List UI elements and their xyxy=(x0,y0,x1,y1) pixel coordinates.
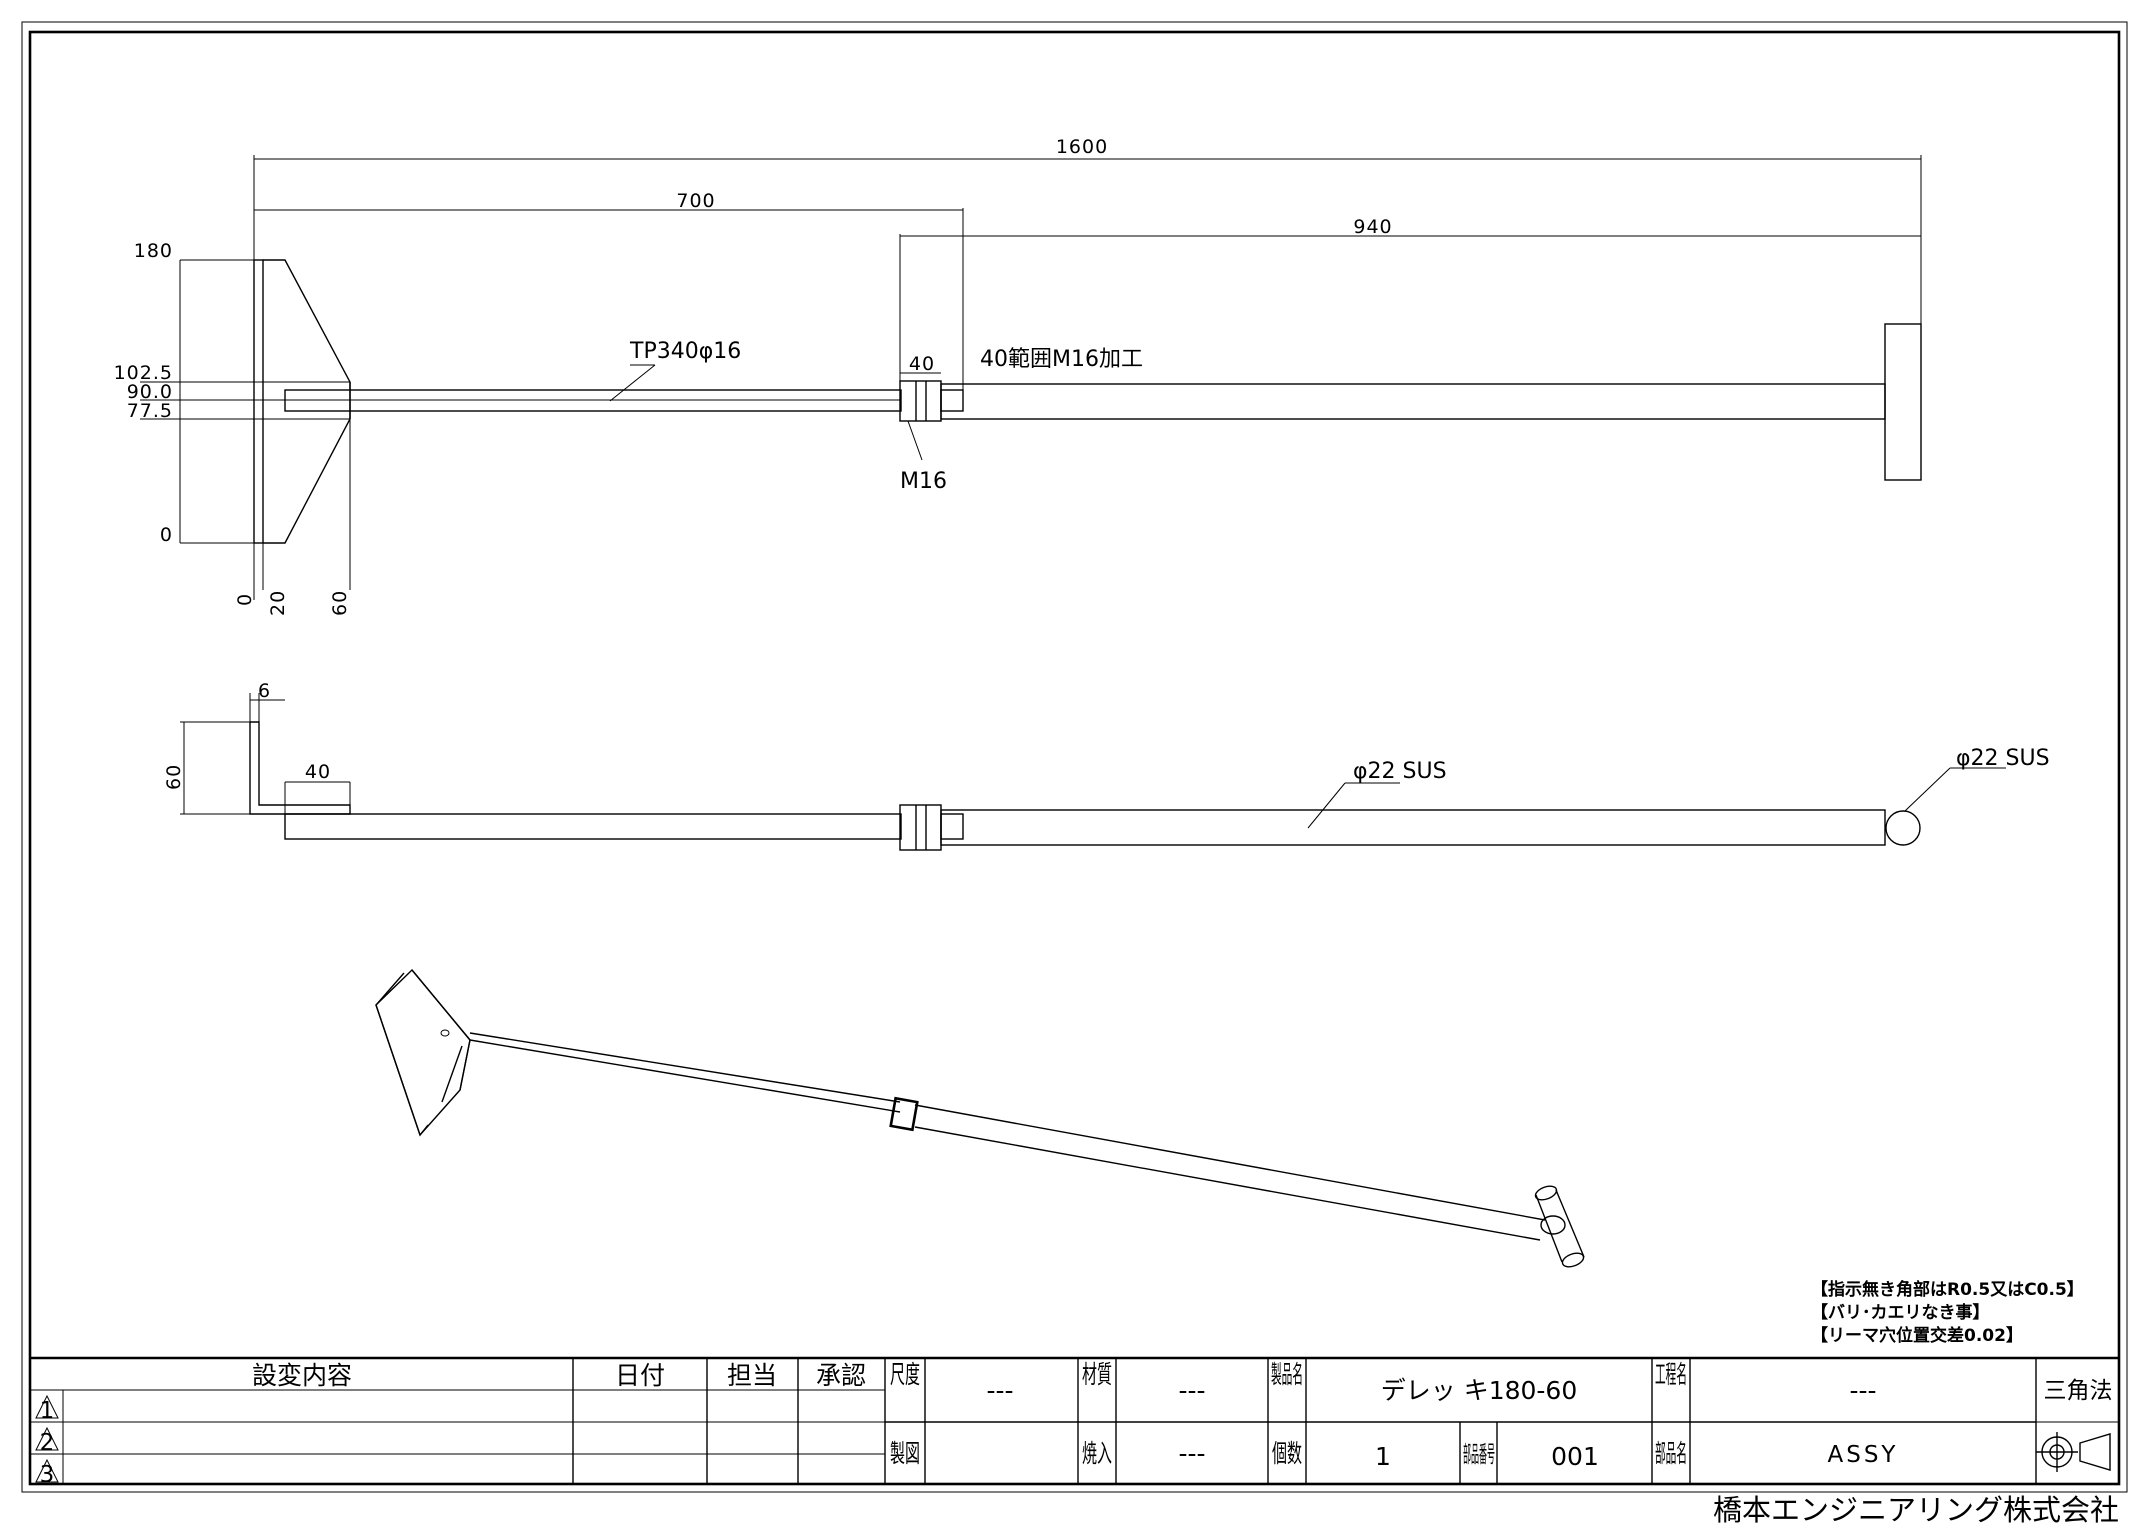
heat-value: --- xyxy=(1178,1439,1205,1468)
dim-0: 0 xyxy=(160,524,173,546)
part-no-value: 001 xyxy=(1551,1442,1599,1471)
thread-spec-label: 40範囲M16加工 xyxy=(980,347,1143,372)
dim-side-40: 40 xyxy=(305,761,331,783)
nut-label: M16 xyxy=(900,469,947,494)
iso-rod-top xyxy=(469,1032,901,1103)
company-name: 橋本エンジニアリング株式会社 xyxy=(1713,1493,2119,1527)
side-pipe xyxy=(940,809,1886,846)
material-value: --- xyxy=(1178,1376,1205,1405)
iso-grip-joint xyxy=(1540,1215,1566,1235)
iso-grip-left xyxy=(1535,1194,1563,1263)
iso-blade-face xyxy=(411,969,471,1091)
leader-rod xyxy=(609,364,656,402)
scale-label: 尺度 xyxy=(890,1360,920,1389)
outer-frame xyxy=(21,21,2128,1493)
dim-1600: 1600 xyxy=(1056,136,1108,158)
side-grip xyxy=(1885,810,1921,846)
nut xyxy=(899,380,942,422)
third-angle-projection-icon xyxy=(2036,1432,2111,1472)
dim-77-5: 77.5 xyxy=(127,400,173,422)
projection-label: 三角法 xyxy=(2044,1378,2113,1404)
iso-grip-end xyxy=(1534,1185,1558,1201)
inner-frame xyxy=(28,30,2121,1486)
drafting-label: 製図 xyxy=(890,1439,920,1468)
qty-value: 1 xyxy=(1375,1442,1391,1471)
dim-102-5: 102.5 xyxy=(114,362,173,384)
process-label: 工程名 xyxy=(1655,1360,1687,1389)
head-plate xyxy=(253,259,264,544)
rev-mark-1: 1 xyxy=(40,1398,55,1424)
process-value: --- xyxy=(1849,1376,1876,1405)
iso-blade-hole xyxy=(440,1029,450,1037)
leader-pipe xyxy=(1307,782,1346,829)
notes: 【指示無き角部はR0.5又はC0.5】 【バリ･カエリなき事】 【リーマ穴位置交… xyxy=(1811,1279,2084,1346)
grip-spec-label: φ22 SUS xyxy=(1956,746,2050,771)
iso-grip-right xyxy=(1555,1189,1585,1258)
pipe-spec-label: φ22 SUS xyxy=(1353,759,1447,784)
heat-label: 焼入 xyxy=(1082,1439,1112,1468)
approval-header: 承認 xyxy=(816,1361,866,1390)
iso-pipe-top xyxy=(914,1104,1546,1221)
dim-940: 940 xyxy=(1353,216,1392,238)
rev-triangle-3 xyxy=(35,1458,59,1483)
side-nut xyxy=(899,804,942,851)
revision-header: 設変内容 xyxy=(252,1361,352,1390)
product-value: デレッ キ180-60 xyxy=(1381,1376,1578,1405)
scale-value: --- xyxy=(986,1376,1013,1405)
product-label: 製品名 xyxy=(1271,1360,1303,1389)
rev-mark-3: 3 xyxy=(40,1462,55,1488)
iso-blade-fold xyxy=(441,1045,463,1103)
person-header: 担当 xyxy=(727,1361,777,1390)
side-view: 6 60 40 φ22 SUS φ22 SUS xyxy=(163,680,2050,851)
note-1: 【指示無き角部はR0.5又はC0.5】 xyxy=(1811,1279,2084,1300)
rev-mark-2: 2 xyxy=(40,1430,55,1456)
iso-blade-edge xyxy=(375,972,429,1137)
iso-blade xyxy=(375,968,471,1137)
rev-triangle-1 xyxy=(35,1394,59,1419)
note-3: 【リーマ穴位置交差0.02】 xyxy=(1811,1325,2023,1346)
side-plate xyxy=(249,721,351,815)
part-name-value: ASSY xyxy=(1828,1442,1899,1468)
thread-end xyxy=(940,389,964,412)
part-no-label: 部品番号 xyxy=(1463,1442,1495,1468)
note-2: 【バリ･カエリなき事】 xyxy=(1811,1302,1990,1323)
leader-grip xyxy=(1904,767,1951,812)
dim-x20: 20 xyxy=(267,590,289,616)
date-header: 日付 xyxy=(615,1361,665,1390)
material-label: 材質 xyxy=(1082,1360,1112,1389)
iso-nut xyxy=(889,1096,919,1132)
part-name-label: 部品名 xyxy=(1655,1439,1687,1468)
pipe xyxy=(940,383,1886,420)
top-view: 1600 700 940 40 180 102.5 90.0 77.5 0 0 … xyxy=(114,136,1922,616)
dim-180: 180 xyxy=(134,240,173,262)
side-rod xyxy=(284,813,902,840)
iso-pipe-bottom xyxy=(914,1126,1541,1241)
qty-label: 個数 xyxy=(1272,1439,1302,1468)
dim-60: 60 xyxy=(163,764,185,790)
dim-x0: 0 xyxy=(234,593,256,606)
grip xyxy=(1884,323,1922,481)
head-wedge xyxy=(263,259,351,544)
isometric-view xyxy=(375,968,1585,1268)
dim-700: 700 xyxy=(676,190,715,212)
rod-spec-label: TP340φ16 xyxy=(629,339,741,364)
dim-6: 6 xyxy=(258,680,271,702)
side-thread xyxy=(940,813,964,840)
iso-grip-end-2 xyxy=(1561,1252,1585,1268)
dim-x60: 60 xyxy=(329,590,351,616)
rev-triangle-2 xyxy=(35,1426,59,1451)
iso-rod-bottom xyxy=(469,1039,901,1113)
leader-nut xyxy=(907,420,923,461)
title-block: 設変内容 日付 担当 承認 1 2 3 尺度 --- 材質 --- 製品名 デレ… xyxy=(30,1356,2119,1527)
dim-90: 90.0 xyxy=(127,381,173,403)
dim-40: 40 xyxy=(909,353,935,375)
